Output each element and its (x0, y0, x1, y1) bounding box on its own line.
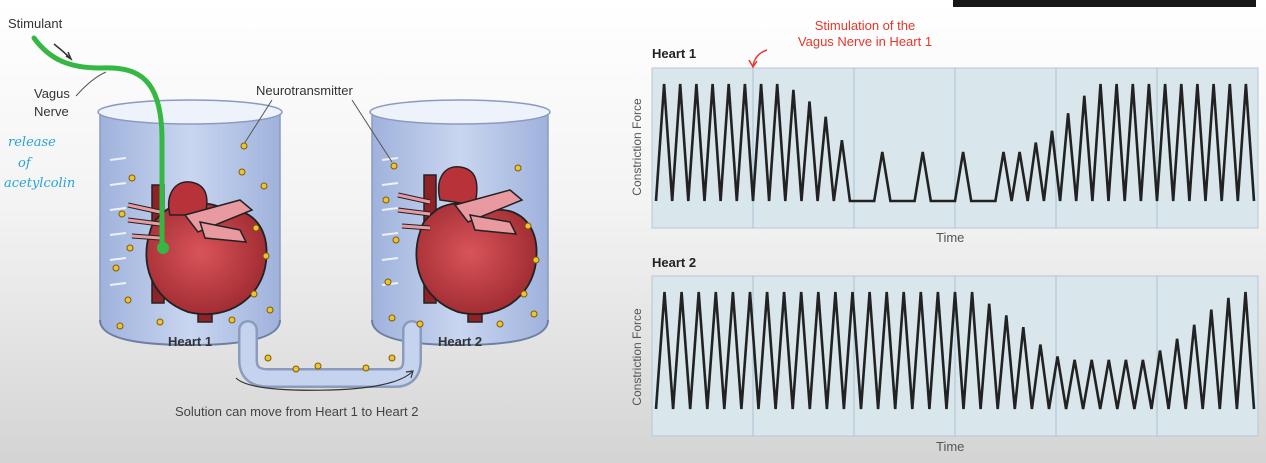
neurotransmitter-dots (112, 162, 540, 373)
chart2-trace (654, 291, 1256, 410)
flow-arrow (235, 371, 413, 391)
handwritten-note-line2: of (18, 156, 31, 171)
chart2-xlabel: Time (936, 439, 965, 454)
chart1-trace (654, 83, 1256, 203)
heart2-organ (397, 166, 538, 323)
heart2-label: Heart 2 (438, 334, 483, 349)
vagus-nerve (31, 35, 165, 251)
chart1-title: Heart 1 (652, 46, 697, 61)
neurotransmitter-leader-2 (351, 99, 393, 163)
experiment-diagram (31, 35, 551, 391)
annotation-arrow (752, 49, 768, 67)
vagus-label-line2: Nerve (34, 104, 69, 119)
stimulation-annotation: Stimulation of the Vagus Nerve in Heart … (770, 18, 960, 50)
handwritten-note-line1: release (8, 135, 56, 150)
vagus-leader (75, 71, 107, 97)
annotation-line1: Stimulation of the (814, 18, 916, 33)
annotation-line2: Vagus Nerve in Heart 1 (797, 34, 933, 49)
heart1-organ (127, 181, 268, 323)
neurotransmitter-label: Neurotransmitter (256, 83, 353, 98)
handwritten-note-line3: acetylcolin (4, 176, 76, 191)
heart1-label: Heart 1 (168, 334, 213, 349)
photo-fragment (953, 0, 1256, 7)
chart1-xlabel: Time (936, 230, 965, 245)
chart1-ylabel: Constriction Force (630, 98, 644, 196)
stimulant-label: Stimulant (8, 16, 63, 31)
vagus-label-line1: Vagus (34, 86, 70, 101)
chart2-title: Heart 2 (652, 255, 697, 270)
nerve-ending (157, 242, 169, 254)
caption: Solution can move from Heart 1 to Heart … (175, 404, 419, 419)
neurotransmitter-leader-1 (243, 99, 273, 145)
chart2-ylabel: Constriction Force (630, 308, 644, 406)
